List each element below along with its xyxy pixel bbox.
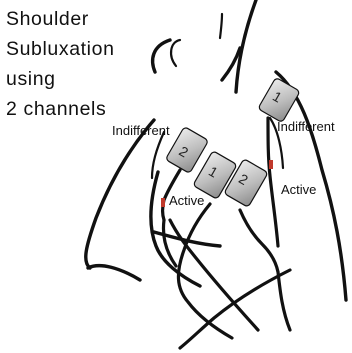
title-line-2: Subluxation [6,40,115,60]
lead-cross-b [180,270,290,348]
outline-left-elbow [88,266,140,280]
electrode-indifferent-2: 2 [165,127,208,174]
lead-indiff-1 [268,118,278,246]
title-line-1: Shoulder [6,10,89,30]
electrode-indifferent-1: 1 [258,77,300,122]
title-line-3: using [6,70,56,90]
lead-lower-right [278,272,290,330]
body-outline [86,0,346,300]
connector-left [161,198,165,207]
title-line-4: 2 channels [6,100,106,120]
label-indifferent-right: Indifferent [277,120,335,133]
connector-right [269,160,273,169]
outline-left-arm-outer [86,120,154,268]
lead-active-2 [240,210,278,272]
label-active-right: Active [281,183,316,196]
outline-upper-left-curve [153,40,170,72]
outline-neck-right [236,0,256,92]
outline-mark-top [220,14,222,38]
label-indifferent-left: Indifferent [112,124,170,137]
label-active-left: Active [169,194,204,207]
outline-arm-upper-left [171,40,180,66]
